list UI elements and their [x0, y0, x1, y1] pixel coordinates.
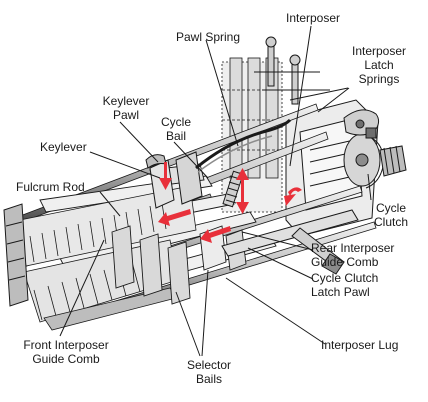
label-line: Keylever: [102, 94, 150, 108]
label-keylever: Keylever: [40, 140, 87, 154]
label-keylever-pawl: Keylever Pawl: [95, 94, 157, 122]
latch-curved-arrow: [284, 187, 302, 206]
label-interposer-latch-springs: Interposer Latch Springs: [344, 44, 414, 86]
cycle-bail-vertical-arrow: [236, 168, 249, 214]
pawl-left-arrow-1: [158, 209, 191, 226]
latch-spring-posts: [254, 36, 330, 105]
label-line: Clutch: [373, 215, 408, 229]
label-line: Latch Pawl: [311, 285, 370, 299]
label-line: Cycle: [375, 201, 406, 215]
label-line: Cycle Clutch: [311, 271, 379, 285]
keylever-down-arrow: [159, 162, 172, 190]
label-rear-interposer-guide-comb: Rear Interposer Guide Comb: [311, 241, 394, 269]
motion-arrows: [158, 162, 302, 243]
label-pawl-spring: Pawl Spring: [176, 30, 241, 44]
label-cycle-clutch-latch-pawl: Cycle Clutch Latch Pawl: [311, 271, 378, 299]
leader-lines: [59, 25, 372, 357]
pawl-left-arrow-2: [200, 226, 231, 243]
label-front-interposer-guide-comb: Front Interposer Guide Comb: [16, 338, 116, 366]
cycle-clutch-spring: [343, 109, 407, 189]
label-line: Guide Comb: [32, 352, 100, 366]
label-cycle-clutch: Cycle Clutch: [366, 201, 416, 229]
label-line: Selector: [186, 358, 232, 372]
pawl-spring-band: [195, 118, 292, 173]
clutch-latch-lever: [221, 209, 359, 275]
label-line: Rear Interposer: [311, 241, 395, 255]
label-line: Bail: [165, 129, 186, 143]
label-line: Front Interposer: [23, 338, 109, 352]
label-fulcrum-rod: Fulcrum Rod: [16, 180, 85, 194]
label-cycle-bail: Cycle Bail: [156, 115, 196, 143]
label-line: Springs: [358, 72, 400, 86]
label-interposer: Interposer: [286, 11, 341, 25]
label-interposer-lug: Interposer Lug: [321, 338, 399, 352]
cycle-bail-spring: [222, 170, 244, 208]
label-line: Bails: [195, 372, 222, 386]
label-line: Guide Comb: [311, 255, 379, 269]
label-line: Latch: [364, 58, 394, 72]
label-line: Pawl: [112, 108, 139, 122]
left-end-bracket: [3, 203, 29, 307]
label-line: Interposer: [351, 44, 407, 58]
label-line: Cycle: [160, 115, 191, 129]
label-selector-bails: Selector Bails: [184, 358, 234, 386]
